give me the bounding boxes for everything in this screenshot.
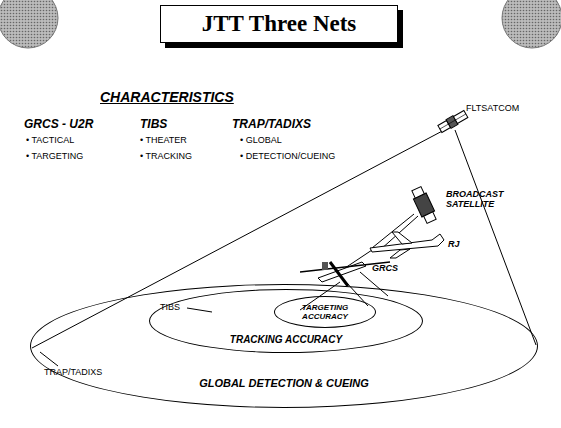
beam-line: [32, 128, 448, 348]
beam-line: [360, 272, 388, 296]
satellite-icon: [437, 110, 468, 134]
heading: CHARACTERISTICS: [100, 90, 234, 105]
satellite-label: BROADCAST SATELLITE: [446, 190, 506, 210]
bullet-item: • DETECTION/CUEING: [240, 152, 335, 162]
aircraft-label: RJ: [448, 240, 460, 250]
emblem: [0, 0, 58, 48]
coverage-ellipse: TARGETING ACCURACY: [274, 296, 376, 328]
emblem: [502, 0, 561, 48]
column-heading: TRAP/TADIXS: [232, 118, 311, 131]
broadcast-satellite-icon: [410, 186, 438, 225]
ellipse-label: TRACKING ACCURACY: [150, 334, 422, 345]
leader-line: [40, 352, 58, 366]
bullet-item: • TRACKING: [140, 152, 192, 162]
rj-aircraft: [370, 232, 444, 258]
coverage-ellipse: TRACKING ACCURACY TARGETING ACCURACY: [149, 289, 423, 353]
coverage-ellipse: GLOBAL DETECTION & CUEING TRACKING ACCURA…: [30, 284, 538, 408]
bullet-item: • TACTICAL: [26, 136, 74, 146]
net-label: TIBS: [160, 303, 180, 313]
beam-line: [346, 282, 368, 306]
leader-line: [187, 308, 212, 312]
satellite-label: FLTSATCOM: [466, 104, 519, 114]
beam-line: [455, 130, 536, 345]
net-label: TRAP/TADIXS: [44, 368, 102, 378]
column-heading: TIBS: [140, 118, 167, 131]
link-line: [372, 214, 414, 248]
bullet-item: • GLOBAL: [240, 136, 282, 146]
title-box: JTT Three Nets: [160, 5, 398, 43]
aircraft-label: GRCS: [372, 264, 398, 274]
slide-title: JTT Three Nets: [202, 11, 357, 37]
bullet-item: • TARGETING: [26, 152, 83, 162]
bullet-item: • THEATER: [140, 136, 187, 146]
ellipse-label: TARGETING ACCURACY: [289, 304, 361, 322]
ellipse-label: GLOBAL DETECTION & CUEING: [31, 377, 537, 389]
column-heading: GRCS - U2R: [24, 118, 93, 131]
